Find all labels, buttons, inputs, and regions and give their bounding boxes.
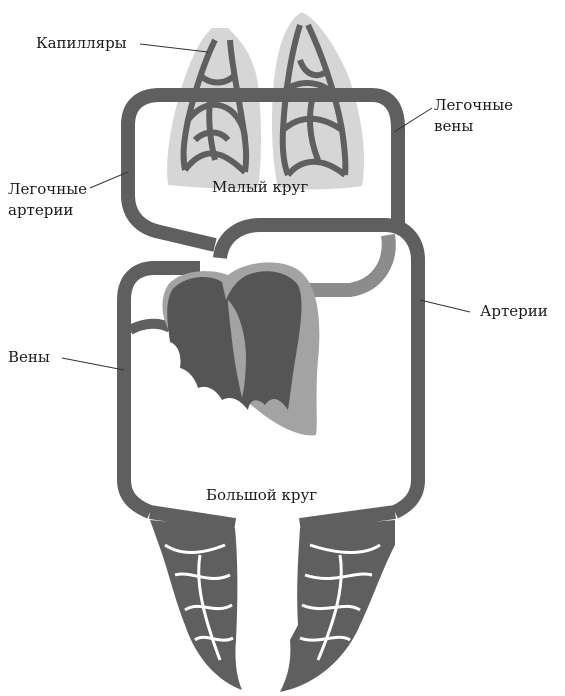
label-pulmonary-arteries-2: артерии (8, 201, 73, 219)
label-capillaries: Капилляры (36, 34, 127, 52)
systemic-circuit (117, 218, 425, 532)
leader-arteries (419, 299, 471, 313)
artery-vessel (213, 218, 425, 519)
label-pulmonary-veins-2: вены (434, 117, 473, 135)
label-pulmonary-veins-1: Легочные (434, 96, 513, 114)
heart (162, 262, 320, 436)
label-small-circle: Малый круг (212, 178, 308, 196)
trunk-gap (236, 530, 292, 648)
label-big-circle: Большой круг (206, 486, 317, 504)
vein-vessel (117, 261, 200, 519)
pulmonary-vein-vessel (360, 88, 405, 230)
leader-veins (61, 357, 125, 371)
label-arteries: Артерии (480, 302, 548, 320)
pulmonary-artery-vessel (121, 88, 217, 252)
leader-pulmonary-arteries (89, 171, 129, 189)
lung-capillaries-left (180, 38, 250, 175)
label-pulmonary-arteries-1: Легочные (8, 180, 87, 198)
vein-branch (127, 318, 173, 335)
left-lung (167, 28, 261, 189)
lower-body-capillaries (150, 520, 395, 692)
leg-mesh (164, 543, 381, 661)
aorta-to-heart (300, 233, 396, 297)
heart-septum (228, 300, 246, 398)
label-veins: Вены (8, 348, 50, 366)
leader-pulmonary-veins (393, 107, 433, 133)
lungs (167, 12, 365, 190)
labels: Капилляры Легочные вены Легочные артерии… (8, 34, 548, 504)
lower-connector (148, 505, 396, 532)
pulmonary-circuit (121, 88, 405, 252)
leader-capillaries (139, 43, 209, 53)
